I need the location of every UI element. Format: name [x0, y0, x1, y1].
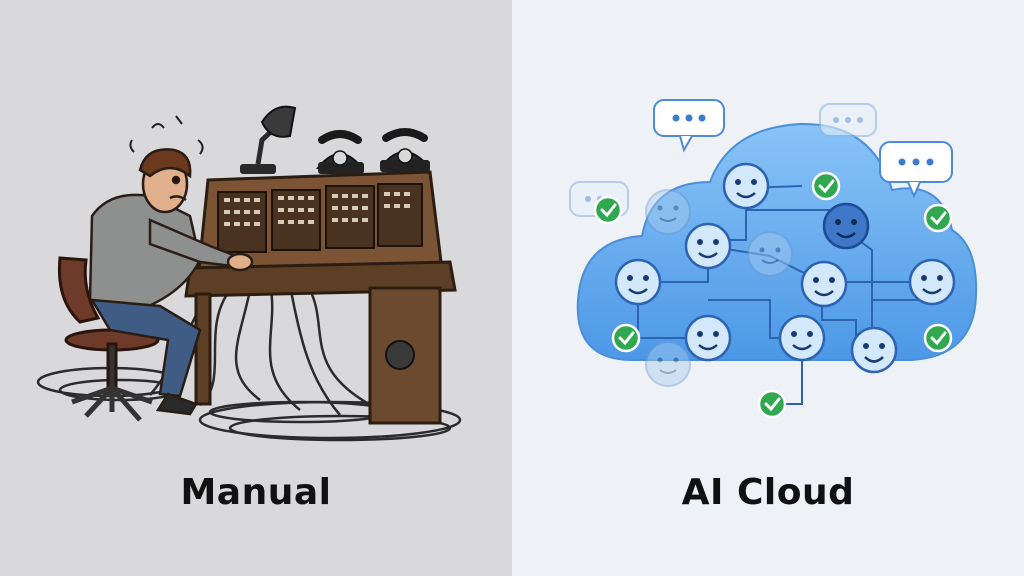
agent-face-icon: [800, 260, 848, 308]
agent-face-icon: [684, 222, 732, 270]
faded-face-icon: [747, 231, 793, 277]
ai-cloud-label: AI Cloud: [681, 472, 855, 513]
manual-label: Manual: [180, 472, 332, 513]
agent-face-icon: [822, 202, 870, 250]
chat-bubble-icon: [653, 99, 725, 153]
checkmark-icon: [757, 389, 787, 419]
tangled-cables: [36, 279, 462, 442]
manual-panel: Manual: [0, 0, 512, 576]
lamp-icon: [240, 105, 297, 174]
agent-face-icon: [908, 258, 956, 306]
ai-cloud-illustration: [569, 99, 978, 419]
checkmark-icon: [811, 171, 841, 201]
agent-face-icon: [614, 258, 662, 306]
rotary-phone-icon: [315, 130, 365, 174]
faded-face-icon: [645, 341, 691, 387]
agent-face-icon: [778, 314, 826, 362]
switchboard-desk: [184, 170, 457, 425]
ai-cloud-panel: AI Cloud: [512, 0, 1024, 576]
chat-bubble-icon: [819, 103, 877, 137]
chat-bubble-icon: [879, 141, 953, 199]
stressed-operator: [88, 148, 254, 416]
stress-lines: [129, 115, 204, 155]
checkmark-icon: [593, 195, 623, 225]
agent-face-icon: [850, 326, 898, 374]
faded-face-icon: [645, 189, 691, 235]
agent-face-icon: [722, 162, 770, 210]
manual-operator-illustration: [36, 105, 462, 442]
rotary-phone-icon: [379, 128, 431, 172]
checkmark-icon: [923, 323, 953, 353]
agent-face-icon: [684, 314, 732, 362]
checkmark-icon: [923, 203, 953, 233]
checkmark-icon: [611, 323, 641, 353]
